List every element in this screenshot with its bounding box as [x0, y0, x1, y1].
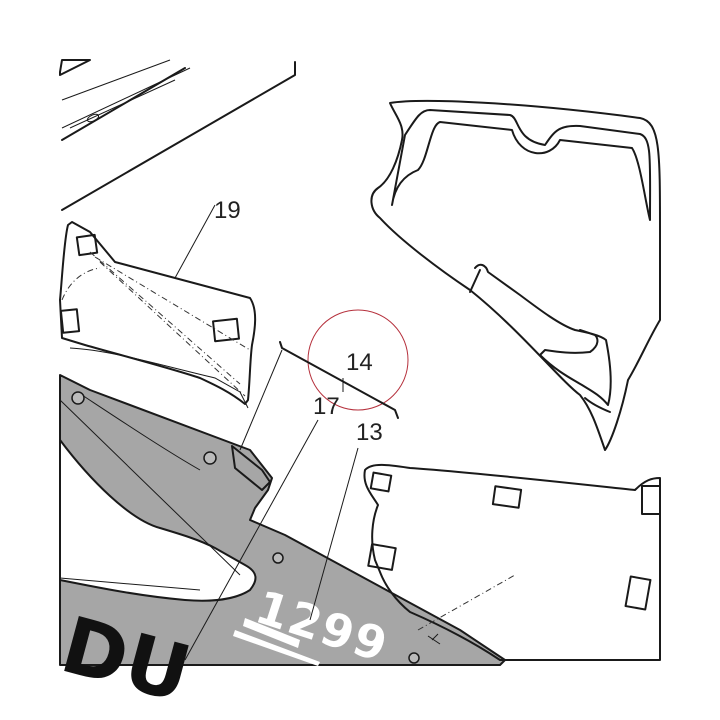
- gray-side-fairing: 1299 DU: [52, 374, 506, 720]
- callout-13-group: 13: [309, 419, 383, 621]
- callout-13: 13: [356, 419, 383, 446]
- callout-19: 19: [214, 197, 241, 224]
- highlight-circle: [307, 309, 409, 411]
- callout-14-group: 14: [239, 309, 409, 451]
- callout-17: 17: [313, 393, 340, 420]
- part-19-inner-panel: 19: [59, 197, 257, 409]
- upper-panel-part: [59, 59, 296, 211]
- callout-14: 14: [346, 349, 373, 376]
- right-lower-fairing-part: [363, 463, 661, 661]
- right-upper-fairing-part: [370, 99, 661, 451]
- callout-17-group: 17: [184, 393, 340, 661]
